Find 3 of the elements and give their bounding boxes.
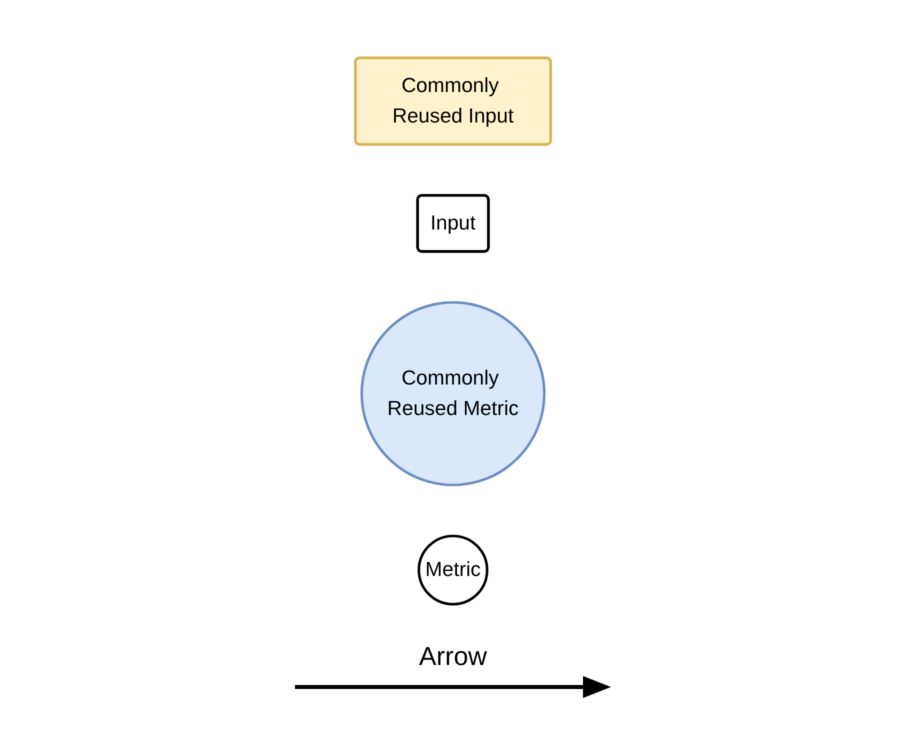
node-circle: Metric bbox=[418, 534, 488, 606]
node-circle: Commonly Reused Metric bbox=[360, 301, 546, 486]
legend-label: Arrow bbox=[419, 641, 487, 672]
